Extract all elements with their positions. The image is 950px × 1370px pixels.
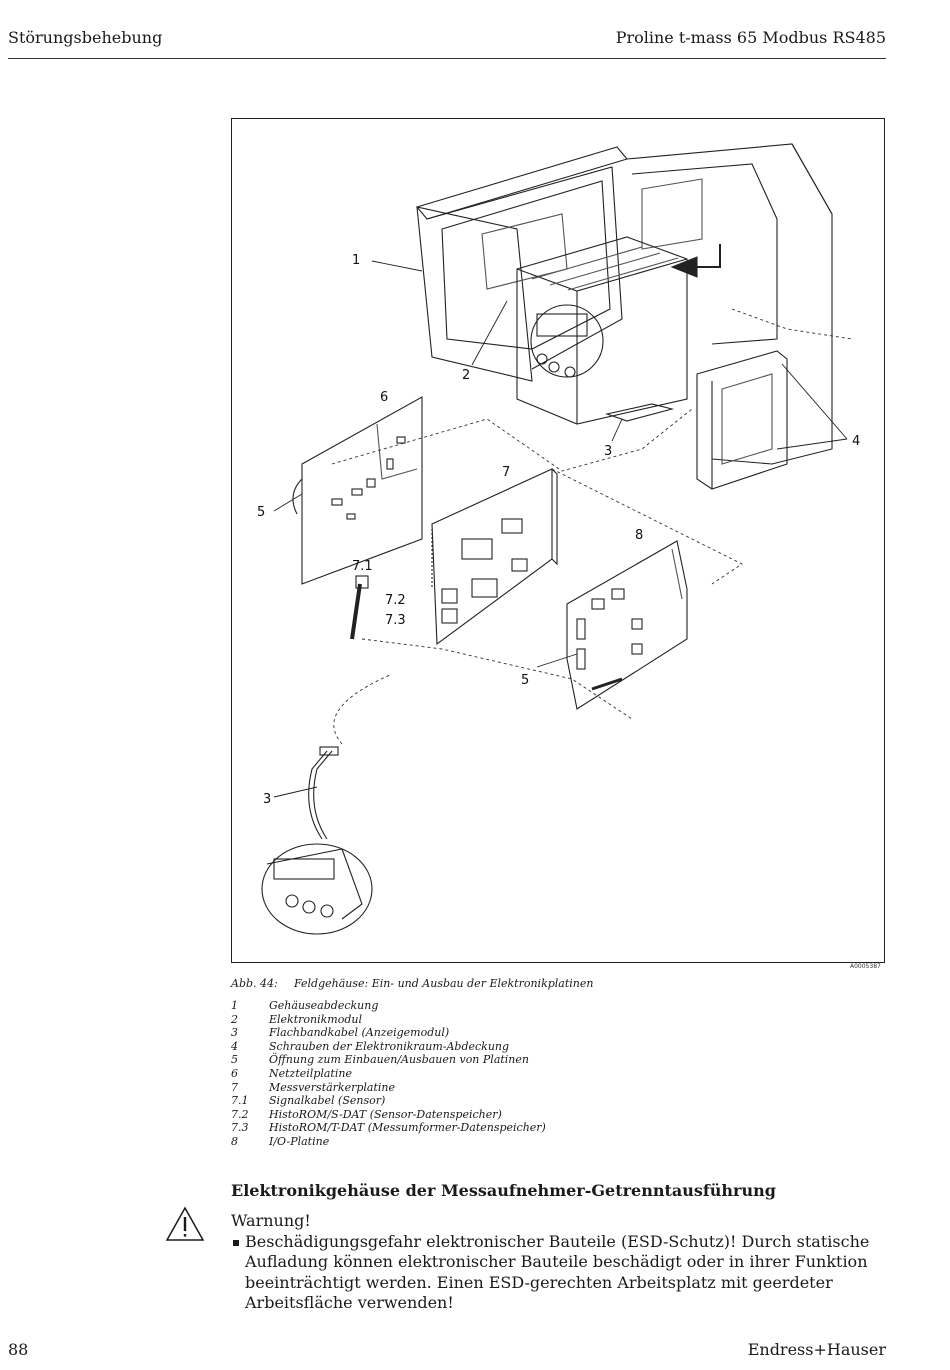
- warning-bullet: Beschädigungsgefahr elektronischer Baute…: [231, 1232, 891, 1314]
- figure-label-7-3: 7.3: [385, 613, 406, 628]
- header-section-title: Störungsbehebung: [8, 28, 163, 47]
- figure-label-2: 2: [462, 368, 470, 383]
- caption-text: Feldgehäuse: Ein- und Ausbau der Elektro…: [294, 977, 594, 990]
- figure-label-4: 4: [852, 434, 860, 449]
- section-title: Elektronikgehäuse der Messaufnehmer-Getr…: [231, 1181, 776, 1200]
- warning-text: Beschädigungsgefahr elektronischer Baute…: [245, 1231, 870, 1313]
- figure-label-3: 3: [604, 444, 612, 459]
- figure-label-1: 1: [352, 253, 360, 268]
- header-product-title: Proline t-mass 65 Modbus RS485: [615, 28, 886, 47]
- figure-label-6: 6: [380, 390, 388, 405]
- page-number: 88: [8, 1340, 29, 1359]
- figure-label-5: 5: [257, 505, 265, 520]
- figure-caption: Abb. 44: Feldgehäuse: Ein- und Ausbau der…: [231, 977, 593, 990]
- footer-brand: Endress+Hauser: [747, 1340, 886, 1359]
- page-header: Störungsbehebung Proline t-mass 65 Modbu…: [8, 28, 886, 59]
- warning-block: Warnung! Beschädigungsgefahr elektronisc…: [231, 1211, 891, 1314]
- figure-label-3b: 3: [263, 792, 271, 807]
- warning-triangle-icon: [165, 1206, 205, 1241]
- bullet-square-icon: [233, 1239, 239, 1246]
- figure-label-7-2: 7.2: [385, 593, 406, 608]
- figure-label-5b: 5: [521, 673, 529, 688]
- figure-exploded-view: 1 2 3 4 5 6 7 7.1 7.2 7.3 8 5 3: [231, 118, 885, 963]
- figure-label-8: 8: [635, 528, 643, 543]
- figure-label-7-1: 7.1: [352, 559, 373, 574]
- warning-title: Warnung!: [231, 1211, 311, 1230]
- figure-code: A0005387: [850, 963, 881, 970]
- caption-number: Abb. 44:: [231, 977, 278, 990]
- exploded-drawing: 1 2 3 4 5 6 7 7.1 7.2 7.3 8 5 3: [257, 143, 860, 935]
- figure-label-7: 7: [502, 465, 510, 480]
